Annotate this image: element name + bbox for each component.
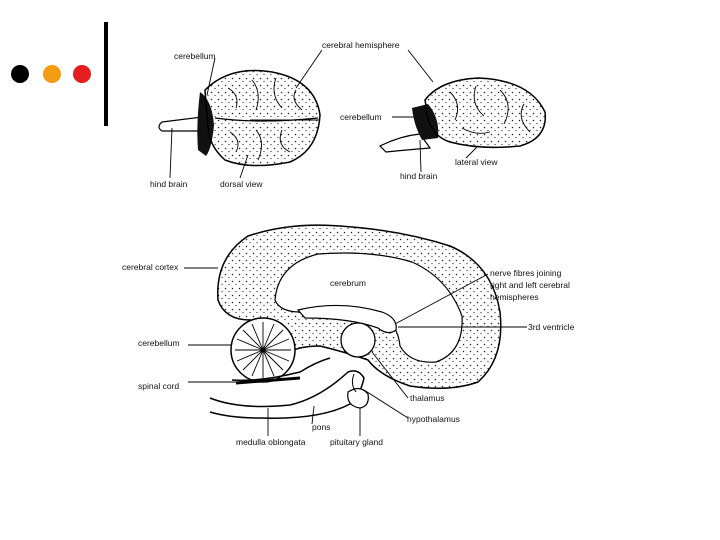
lateral-view-drawing <box>380 78 545 152</box>
label-top-right-cerebellum: cerebellum <box>340 112 382 122</box>
label-pons: pons <box>312 422 330 432</box>
dorsal-view-drawing <box>159 70 320 165</box>
sagittal-pituitary <box>348 388 369 408</box>
label-pituitary-gland: pituitary gland <box>330 437 383 447</box>
label-nerve-fibres-line1: nerve fibres joining <box>490 268 562 278</box>
label-hind-brain-left: hind brain <box>150 179 188 189</box>
label-dorsal-view: dorsal view <box>220 179 263 189</box>
label-lateral-view: lateral view <box>455 157 498 167</box>
label-cerebral-hemisphere: cerebral hemisphere <box>322 40 400 50</box>
lateral-cerebrum <box>425 78 545 147</box>
label-third-ventricle: 3rd ventricle <box>528 322 575 332</box>
label-nerve-fibres-line2: right and left cerebral <box>490 280 570 290</box>
sagittal-cerebellum <box>231 318 295 382</box>
sagittal-section-drawing <box>210 225 501 418</box>
label-nerve-fibres-line3: hemispheres <box>490 292 539 302</box>
dorsal-cerebrum <box>205 70 320 165</box>
label-hypothalamus: hypothalamus <box>407 414 460 424</box>
label-thalamus: thalamus <box>410 393 445 403</box>
label-spinal-cord: spinal cord <box>138 381 179 391</box>
sagittal-thalamus <box>341 323 375 357</box>
label-hind-brain-right: hind brain <box>400 171 438 181</box>
label-cerebral-cortex: cerebral cortex <box>122 262 179 272</box>
label-cerebellum-sagittal: cerebellum <box>138 338 180 348</box>
dorsal-spinal-cord <box>159 117 202 131</box>
label-cerebrum: cerebrum <box>330 278 366 288</box>
label-top-left-cerebellum: cerebellum <box>174 51 216 61</box>
label-medulla-oblongata: medulla oblongata <box>236 437 306 447</box>
